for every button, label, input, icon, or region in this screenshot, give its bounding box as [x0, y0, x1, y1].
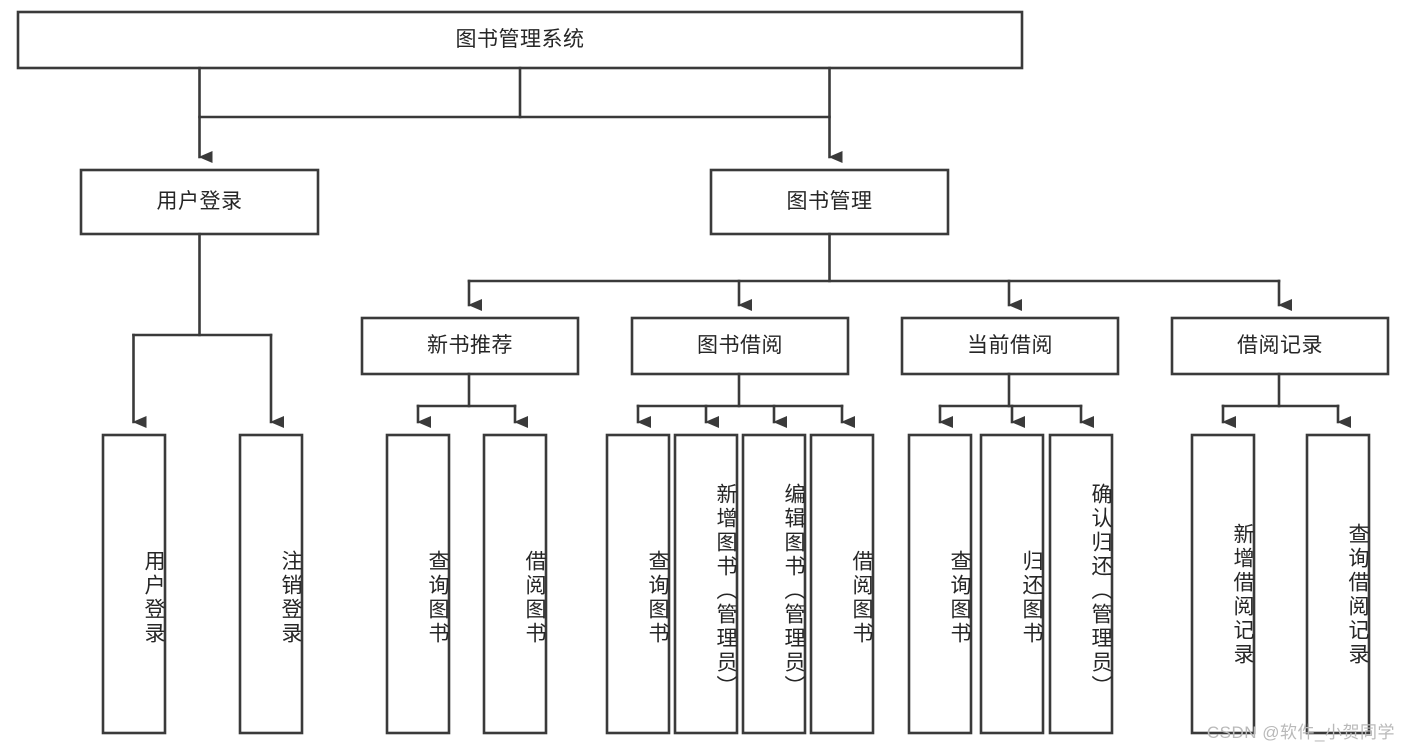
node-box-leaf-add-borrow-record[interactable]: [1190, 433, 1256, 735]
node-box-leaf-query-book-borrow[interactable]: [605, 433, 671, 735]
node-box-leaf-return-book[interactable]: [979, 433, 1045, 735]
node-box-leaf-user-logout[interactable]: [238, 433, 304, 735]
node-box-book-management[interactable]: [709, 168, 950, 236]
node-box-root[interactable]: [16, 10, 1024, 70]
node-box-new-book-recommend[interactable]: [360, 316, 580, 376]
node-box-leaf-user-login[interactable]: [101, 433, 167, 735]
node-box-leaf-add-book-admin[interactable]: [673, 433, 739, 735]
node-box-current-borrow[interactable]: [900, 316, 1120, 376]
node-box-leaf-query-book-recommend[interactable]: [385, 433, 451, 735]
node-box-leaf-borrow-book-recommend[interactable]: [482, 433, 548, 735]
node-box-borrow-records[interactable]: [1170, 316, 1390, 376]
csdn-watermark: CSDN @软件_小贺同学: [1206, 723, 1395, 742]
node-box-leaf-edit-book-admin[interactable]: [741, 433, 807, 735]
node-box-leaf-query-borrow-record[interactable]: [1305, 433, 1371, 735]
connector-root-stem: [198, 66, 831, 119]
node-box-leaf-confirm-return-admin[interactable]: [1048, 433, 1114, 735]
node-box-leaf-borrow-book[interactable]: [809, 433, 875, 735]
node-box-user-login[interactable]: [79, 168, 320, 236]
node-box-book-borrow[interactable]: [630, 316, 850, 376]
node-box-leaf-query-book-current[interactable]: [907, 433, 973, 735]
